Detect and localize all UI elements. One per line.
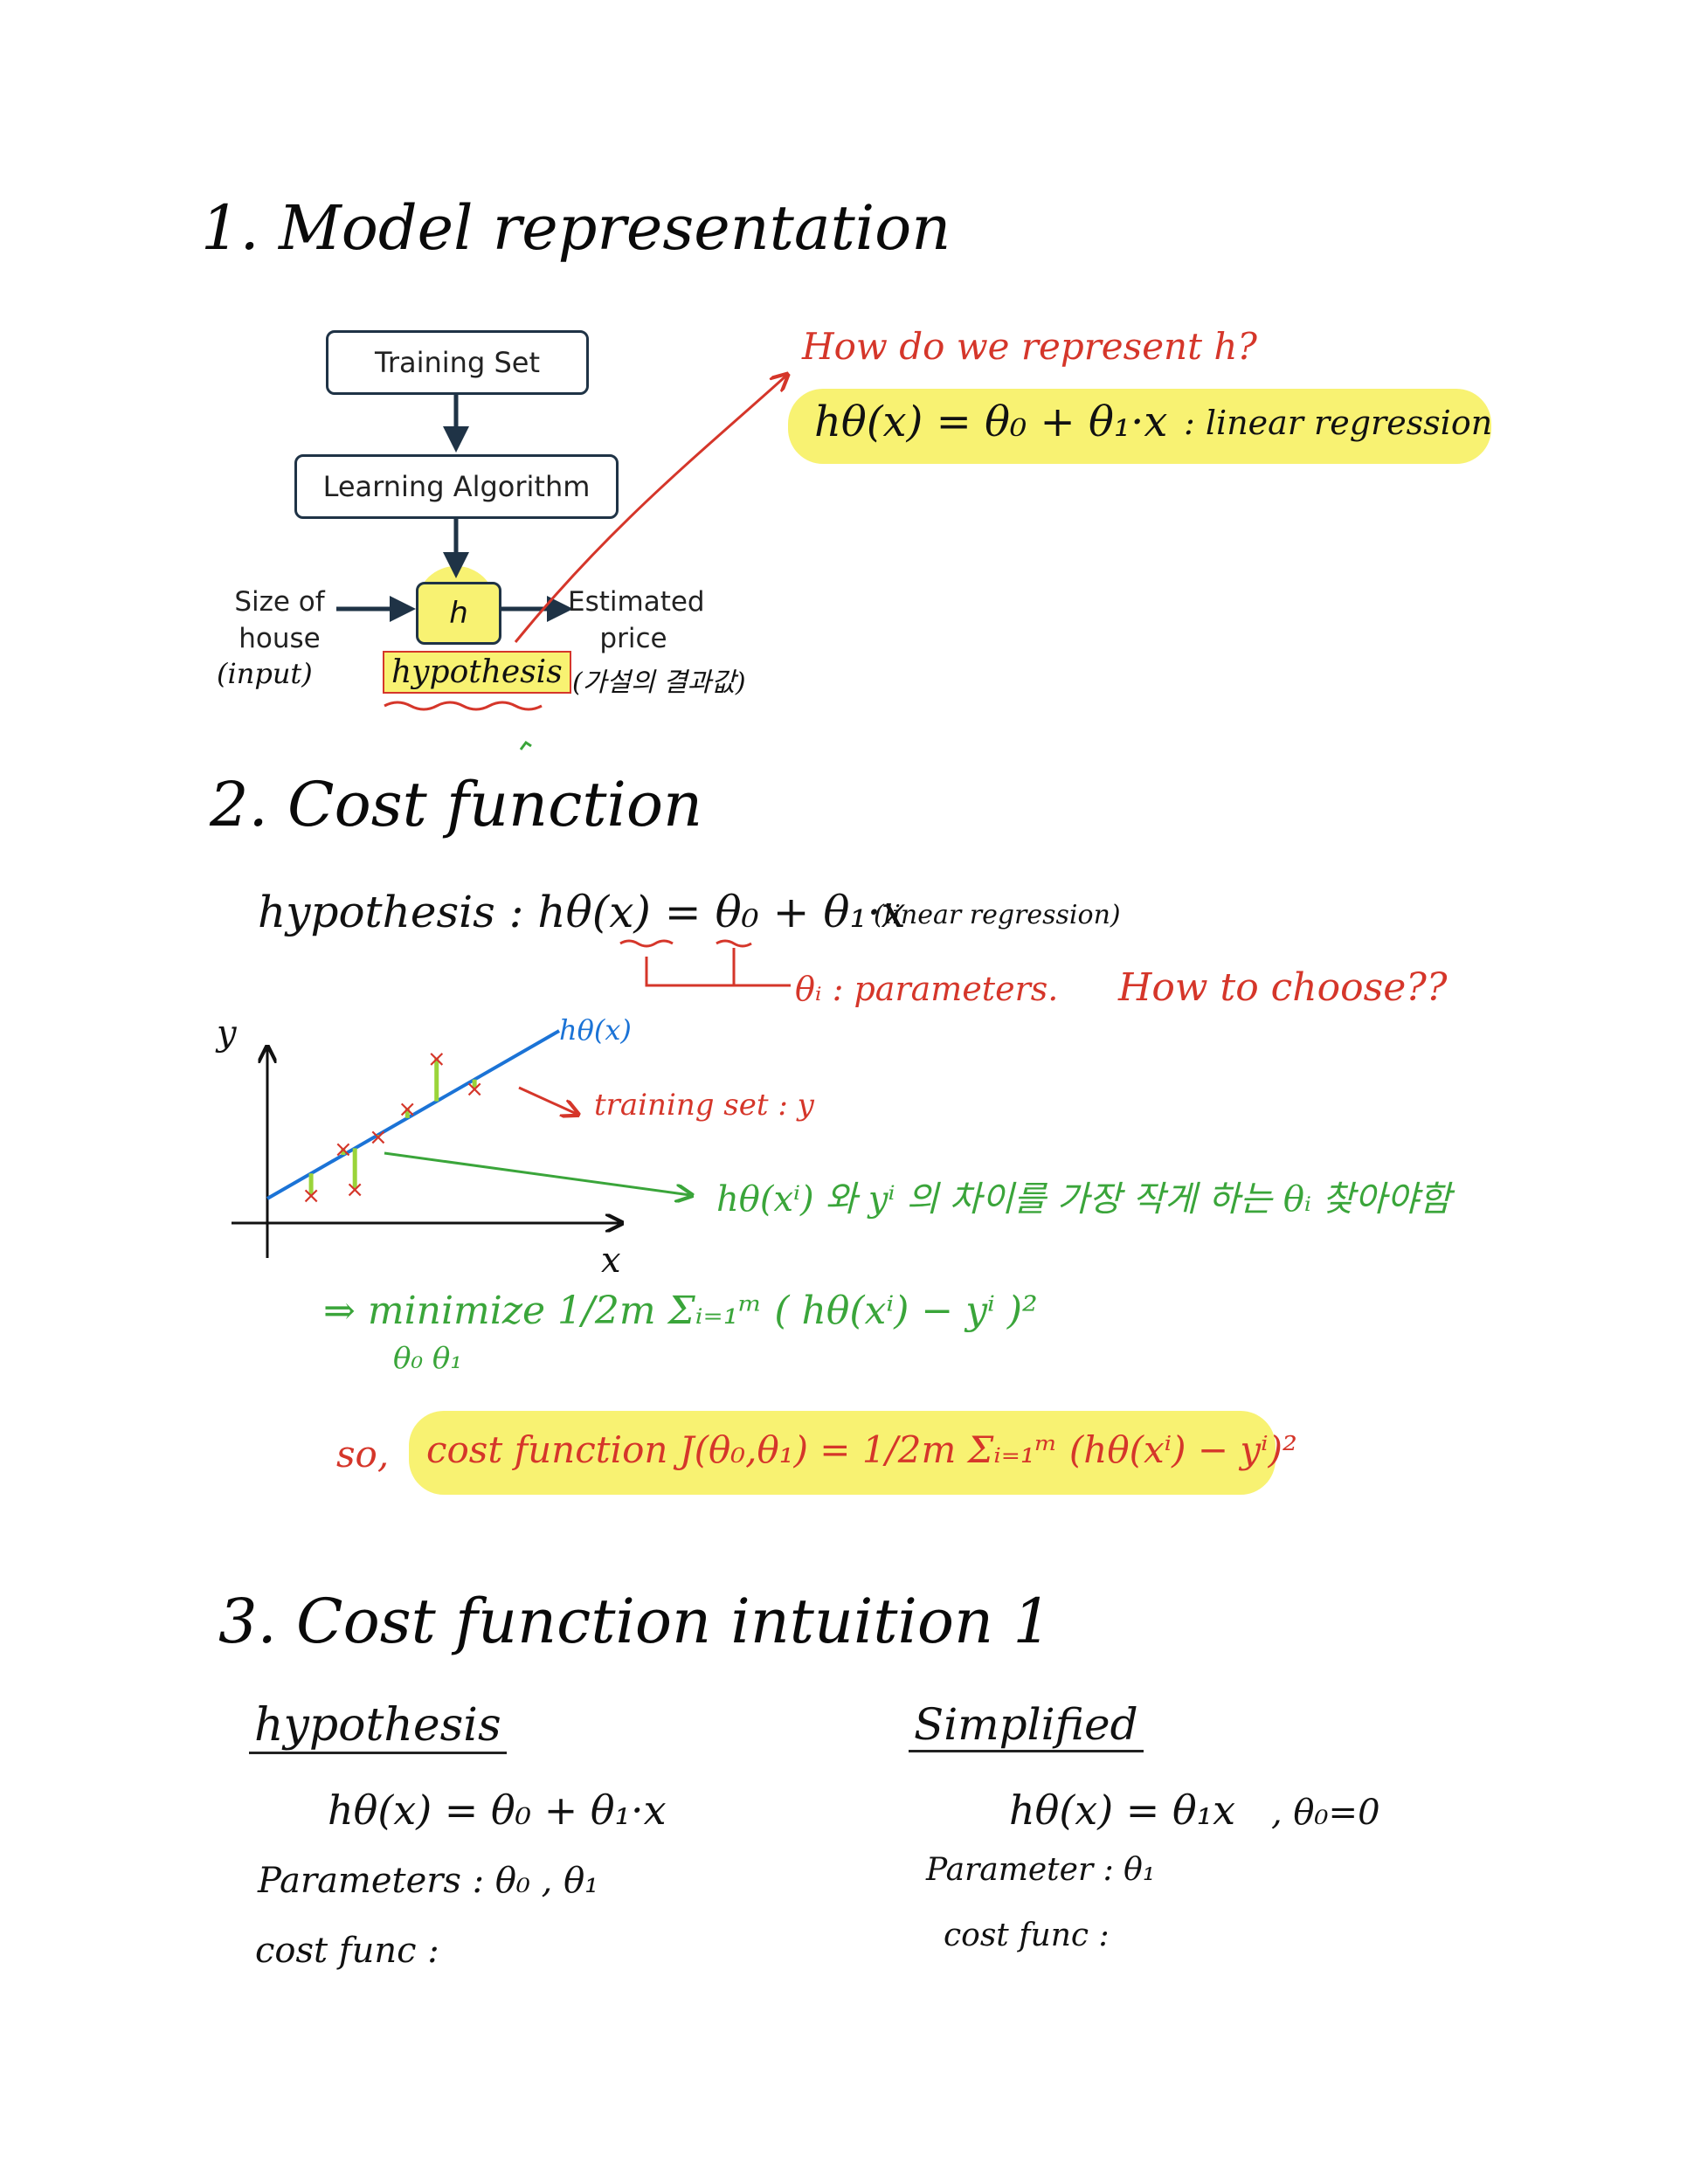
left-cost: cost func : (255, 1931, 439, 1971)
x-axis-label: x (601, 1241, 621, 1281)
left-formula: hθ(x) = θ₀ + θ₁·x (328, 1787, 667, 1834)
line-label: hθ(x) (559, 1013, 632, 1047)
section3-title: 3. Cost function intuition 1 (218, 1586, 1052, 1657)
section2-title: 2. Cost function (210, 769, 703, 840)
hypothesis-line: hypothesis : hθ(x) = θ₀ + θ₁·x (258, 887, 906, 937)
data-point: × (301, 1183, 321, 1209)
hypothesis-h-box: h (416, 582, 501, 645)
formula-highlight (788, 389, 1491, 464)
data-point: × (334, 1137, 353, 1163)
output-label: Estimated price (568, 586, 705, 654)
output-note: (가설의 결과값) (572, 667, 746, 698)
left-params: Parameters : θ₀ , θ₁ (258, 1861, 599, 1901)
minimize-vars: θ₀ θ₁ (393, 1341, 463, 1376)
h-label: h (449, 596, 468, 631)
regression-line (266, 1029, 560, 1200)
data-point: × (465, 1076, 484, 1102)
training-set-box: Training Set (326, 330, 589, 395)
learning-algorithm-label: Learning Algorithm (322, 470, 591, 503)
right-formula: hθ(x) = θ₁x (1009, 1787, 1236, 1834)
cost-function-highlight (409, 1411, 1276, 1495)
right-cost: cost func : (944, 1918, 1110, 1953)
data-point: × (398, 1096, 417, 1123)
parameters-note: θᵢ : parameters. (795, 970, 1059, 1008)
goal-note: hθ(xⁱ) 와 yⁱ 의 차이를 가장 작게 하는 θᵢ 찾아야함 (716, 1179, 1451, 1220)
input-label: Size of house (234, 586, 325, 654)
right-condition: , θ₀=0 (1271, 1793, 1380, 1833)
left-heading: hypothesis (249, 1699, 507, 1754)
cost-function-formula: cost function J(θ₀,θ₁) = 1/2m Σᵢ₌₁ᵐ (hθ(… (426, 1428, 1297, 1471)
right-params: Parameter : θ₁ (926, 1852, 1156, 1888)
hypothesis-note: hypothesis (383, 651, 571, 694)
choose-question: How to choose?? (1118, 965, 1448, 1010)
right-heading: Simplified (909, 1699, 1144, 1752)
input-note: (input) (217, 657, 313, 690)
y-axis-label: y (217, 1013, 237, 1054)
training-set-note: training set : y (594, 1088, 814, 1123)
section1-title: 1. Model representation (201, 192, 951, 264)
linear-regression-note-2: (linear regression) (874, 900, 1121, 930)
linear-regression-note: : linear regression (1184, 404, 1493, 442)
data-point: × (369, 1124, 388, 1151)
representation-question: How do we represent h? (802, 325, 1257, 368)
linear-formula: hθ(x) = θ₀ + θ₁·x (814, 397, 1168, 446)
training-set-label: Training Set (375, 346, 540, 379)
so-label: so, (336, 1433, 390, 1476)
minimize-line: ⇒ minimize 1/2m Σᵢ₌₁ᵐ ( hθ(xⁱ) − yⁱ )² (323, 1289, 1038, 1333)
data-point: × (345, 1177, 364, 1203)
learning-algorithm-box: Learning Algorithm (294, 454, 619, 519)
data-point: × (427, 1046, 446, 1072)
